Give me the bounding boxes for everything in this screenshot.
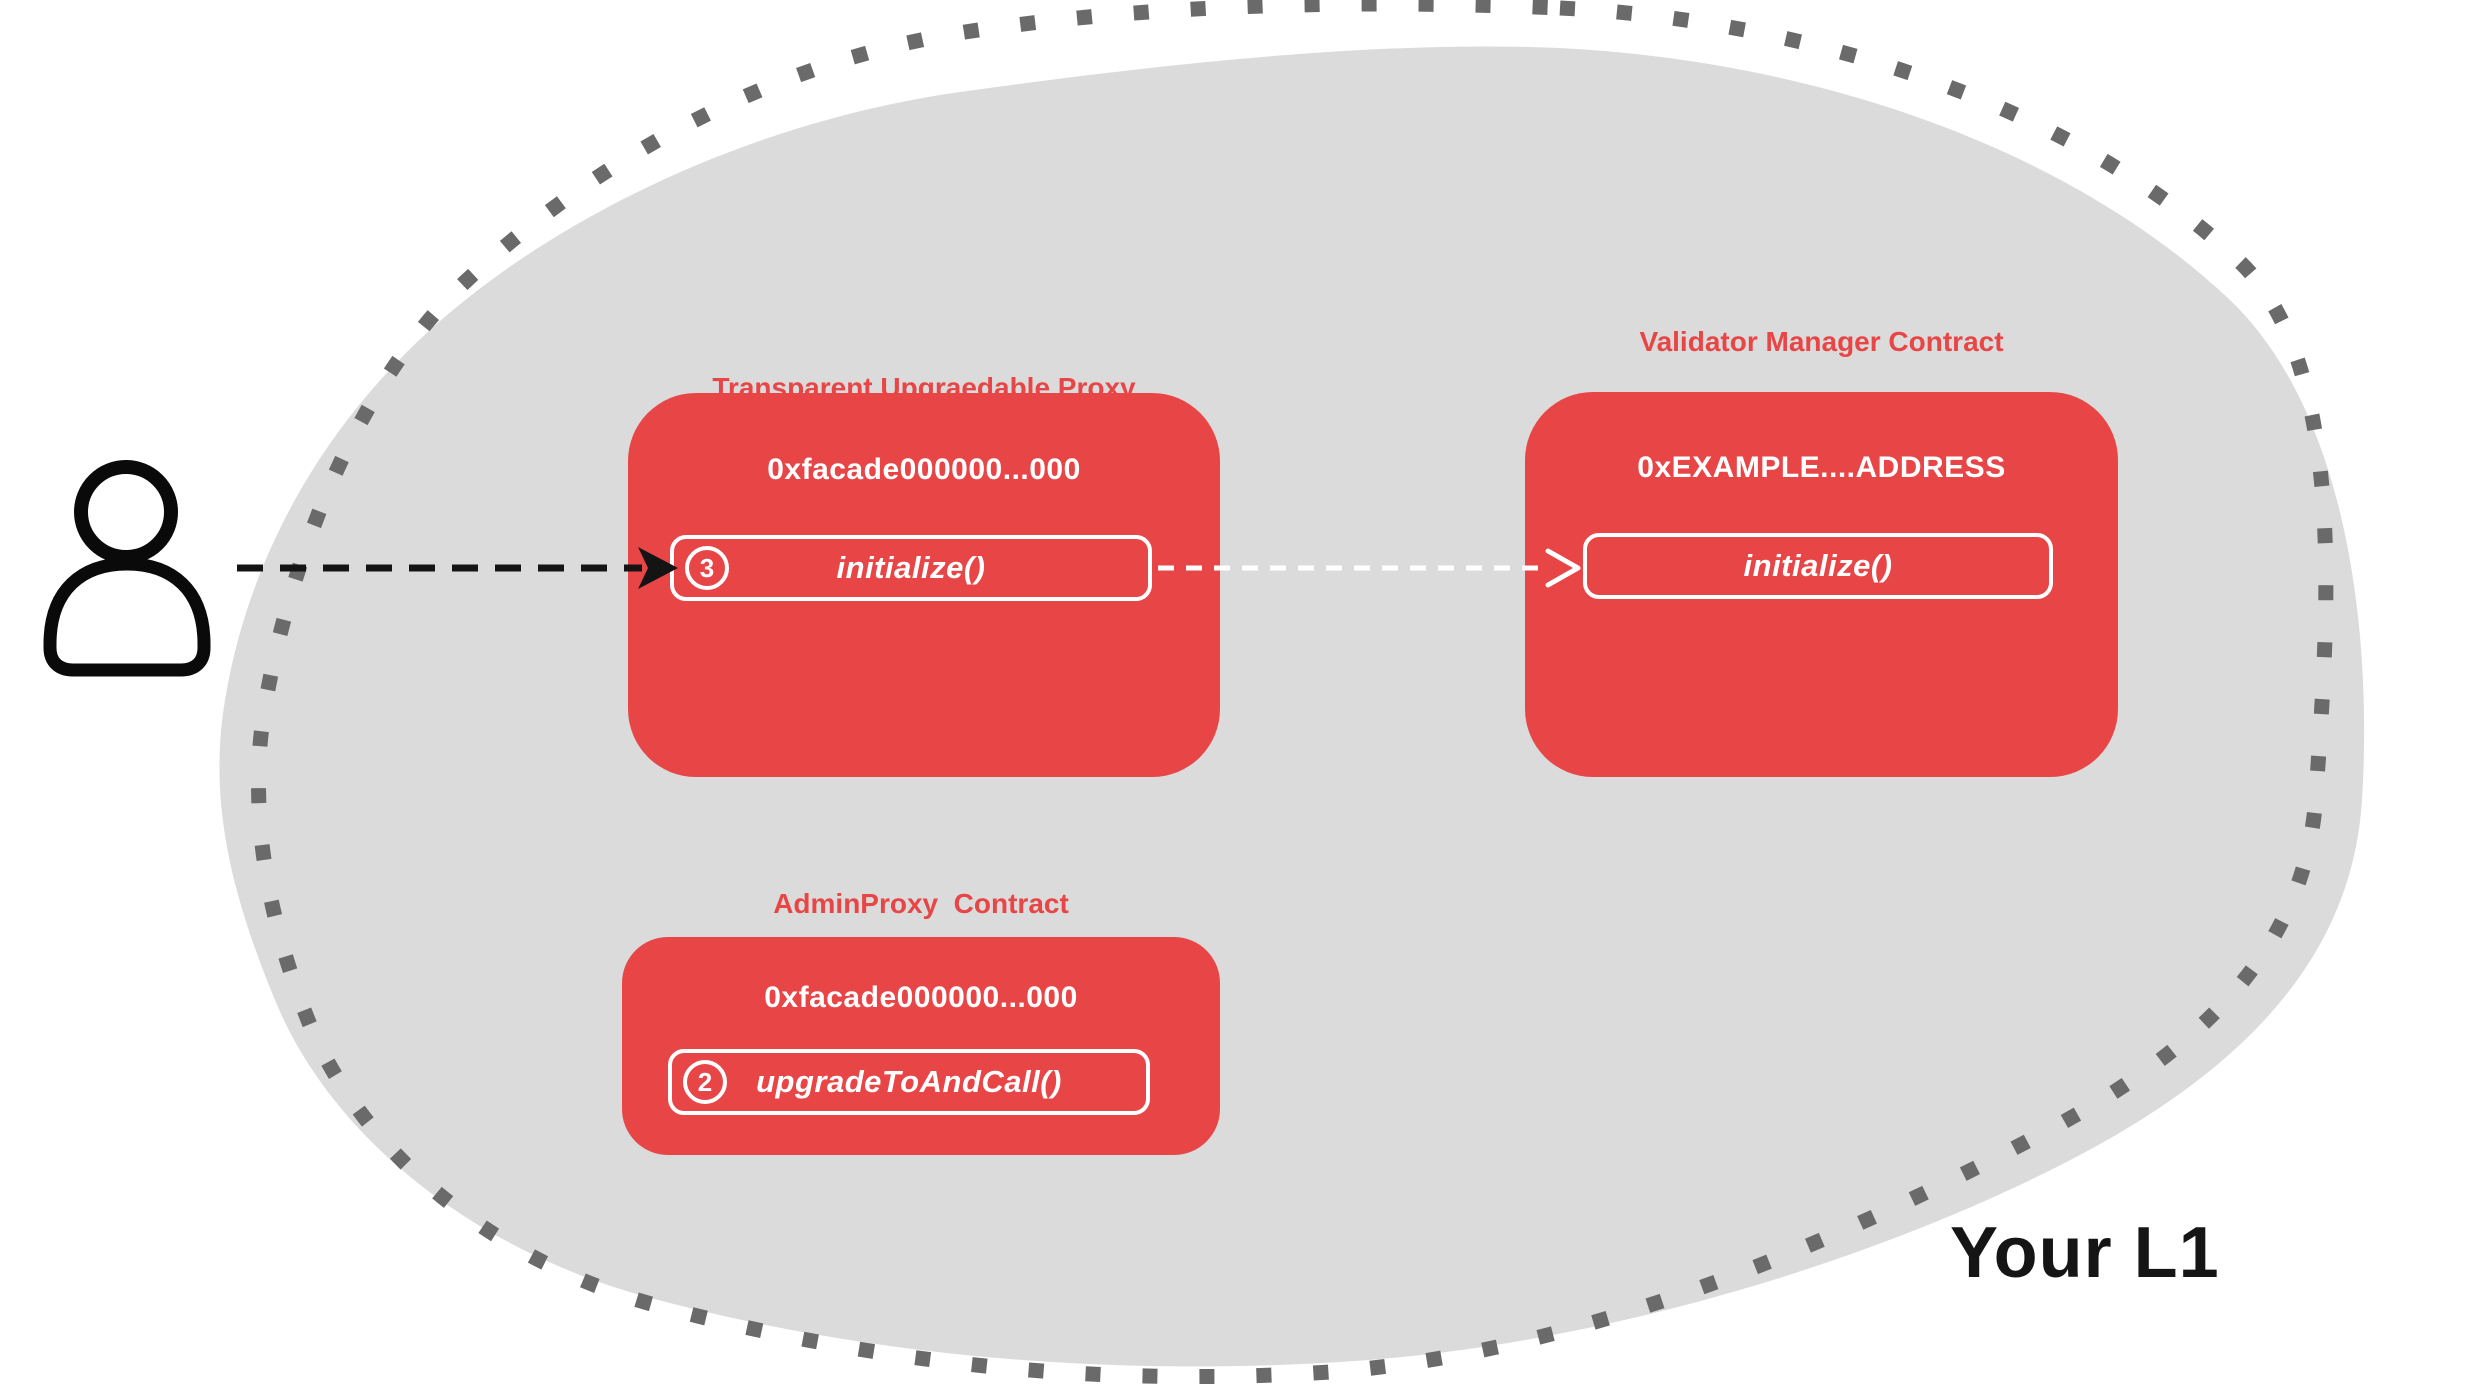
initialize-validator-label: initialize() — [1743, 548, 1893, 583]
validator-manager-address: 0xEXAMPLE....ADDRESS — [1637, 451, 2006, 484]
l1-region-label: Your L1 — [1950, 1213, 2220, 1293]
transparent-proxy-address: 0xfacade000000...000 — [767, 453, 1081, 486]
validator-manager-title: Validator Manager Contract — [1639, 326, 2004, 357]
step-3-badge: 3 — [685, 546, 729, 590]
initialize-proxy-label: initialize() — [836, 550, 986, 585]
initialize-validator-button: initialize() — [1583, 533, 2053, 599]
step-2-badge: 2 — [683, 1060, 727, 1104]
initialize-proxy-button: 3 initialize() — [670, 535, 1152, 601]
upgrade-to-and-call-label: upgradeToAndCall() — [756, 1064, 1062, 1099]
admin-proxy-contract: 0xfacade000000...000 2 upgradeToAndCall(… — [622, 937, 1220, 1155]
transparent-proxy-title-line1: Transparent Upgraedable Proxy — [628, 370, 1220, 405]
admin-proxy-title: AdminProxy Contract — [773, 888, 1069, 919]
l1-region-dotted-border — [251, 0, 2334, 1385]
transparent-proxy-contract: 0xfacade000000...000 3 initialize() — [628, 393, 1220, 777]
validator-manager-contract: 0xEXAMPLE....ADDRESS initialize() — [1525, 392, 2118, 777]
admin-proxy-address: 0xfacade000000...000 — [764, 981, 1078, 1014]
upgrade-to-and-call-button: 2 upgradeToAndCall() — [668, 1049, 1150, 1115]
